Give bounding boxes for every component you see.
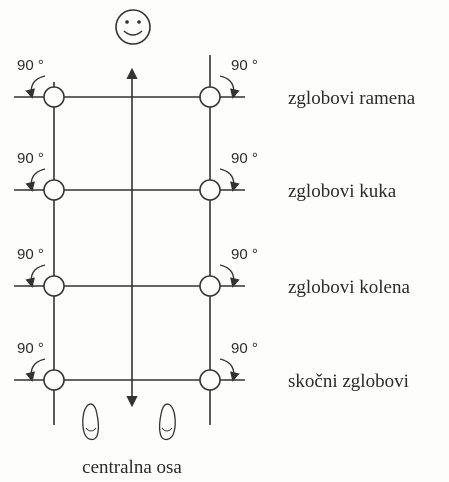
- left-angle-label: 90 °: [17, 340, 44, 357]
- central-axis-caption: centralna osa: [82, 457, 182, 478]
- left-angle-arrow-icon: [25, 358, 46, 382]
- joint-label: zglobovi kolena: [288, 277, 410, 298]
- right-angle-arrow-icon: [219, 264, 240, 288]
- joint-row-ankles: 90 ° 90 ° skočni zglobovi: [14, 340, 409, 392]
- left-joint-circle: [43, 86, 65, 108]
- left-joint-circle: [43, 179, 65, 201]
- left-angle-label: 90 °: [17, 246, 44, 263]
- right-angle-arrow-icon: [219, 75, 240, 99]
- joint-label: zglobovi kuka: [288, 181, 397, 202]
- left-footprint-icon: [82, 403, 100, 441]
- joint-row-hips: 90 ° 90 ° zglobovi kuka: [14, 150, 397, 202]
- right-angle-arrow-icon: [219, 168, 240, 192]
- right-angle-label: 90 °: [231, 57, 258, 74]
- right-footprint-icon: [158, 403, 176, 441]
- joint-row-shoulders: 90 ° 90 ° zglobovi ramena: [14, 57, 416, 109]
- smiley-face-icon: [115, 9, 151, 45]
- left-angle-label: 90 °: [17, 57, 44, 74]
- right-joint-circle: [199, 369, 221, 391]
- left-angle-arrow-icon: [25, 75, 46, 99]
- right-joint-circle: [199, 275, 221, 297]
- left-joint-circle: [43, 369, 65, 391]
- left-angle-label: 90 °: [17, 150, 44, 167]
- left-angle-arrow-icon: [25, 168, 46, 192]
- right-angle-label: 90 °: [231, 150, 258, 167]
- joint-label: skočni zglobovi: [288, 371, 409, 392]
- right-angle-label: 90 °: [231, 246, 258, 263]
- right-angle-label: 90 °: [231, 340, 258, 357]
- left-joint-circle: [43, 275, 65, 297]
- right-joint-circle: [199, 179, 221, 201]
- right-joint-circle: [199, 86, 221, 108]
- joint-row-knees: 90 ° 90 ° zglobovi kolena: [14, 246, 410, 298]
- left-angle-arrow-icon: [25, 264, 46, 288]
- joint-label: zglobovi ramena: [288, 88, 416, 109]
- right-angle-arrow-icon: [219, 358, 240, 382]
